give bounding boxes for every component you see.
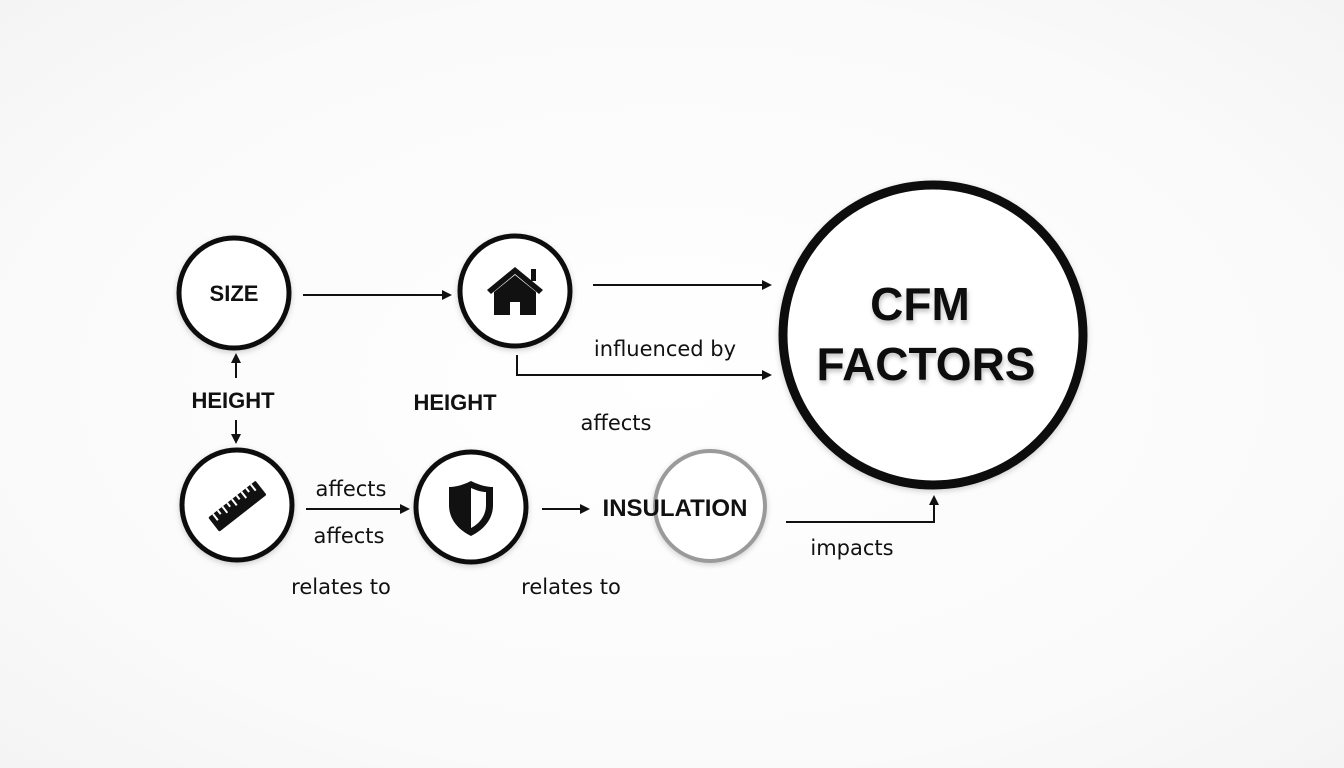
edge-label-affects-right: affects bbox=[581, 411, 652, 435]
edge-label-relates-to-left: relates to bbox=[291, 575, 391, 599]
arrow-house-to-cfm-elbow bbox=[516, 355, 772, 380]
house-icon bbox=[487, 267, 543, 315]
cfm-title-line2: FACTORS bbox=[817, 338, 1036, 390]
ruler-icon bbox=[208, 481, 266, 532]
connectors bbox=[231, 280, 939, 523]
node-insulation: INSULATION bbox=[603, 449, 767, 563]
node-house bbox=[457, 233, 573, 349]
edge-label-affects-top: affects bbox=[316, 477, 387, 501]
edge-label-affects-bottom: affects bbox=[314, 524, 385, 548]
shield-icon bbox=[449, 481, 493, 536]
height-label-mid: HEIGHT bbox=[413, 390, 497, 415]
node-cfm-factors: CFM FACTORS bbox=[778, 180, 1088, 490]
node-shield bbox=[413, 449, 529, 565]
node-insulation-label: INSULATION bbox=[603, 495, 748, 522]
node-ruler bbox=[179, 447, 295, 563]
edge-label-influenced-by: influenced by bbox=[594, 337, 736, 361]
node-size: SIZE bbox=[176, 235, 292, 351]
edge-label-relates-to-mid: relates to bbox=[521, 575, 621, 599]
node-size-label: SIZE bbox=[210, 281, 259, 306]
cfm-title-line1: CFM bbox=[870, 278, 970, 330]
arrow-insulation-to-cfm bbox=[786, 495, 939, 523]
height-label-left: HEIGHT bbox=[191, 388, 275, 413]
edge-label-impacts: impacts bbox=[810, 536, 893, 560]
